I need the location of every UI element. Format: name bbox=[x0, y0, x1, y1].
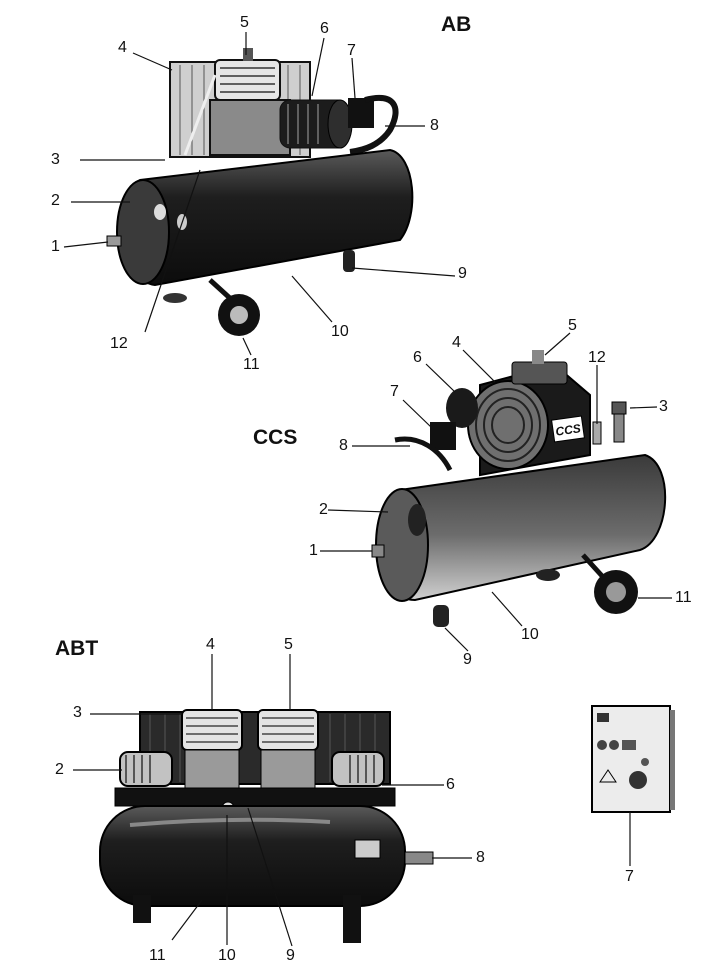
ab-callout-12: 12 bbox=[110, 335, 128, 352]
ab-pressure-switch bbox=[348, 98, 374, 128]
abt-callout-2: 2 bbox=[55, 761, 64, 778]
ab-callout-11: 11 bbox=[243, 356, 260, 373]
abt-callout-8: 8 bbox=[476, 849, 485, 866]
ab-motor bbox=[279, 99, 353, 149]
abt-title: ABT bbox=[55, 637, 99, 660]
ccs-title: CCS bbox=[253, 426, 298, 449]
abt-callout-5: 5 bbox=[284, 636, 293, 653]
ccs-callout-10: 10 bbox=[521, 626, 539, 643]
ccs-filter bbox=[592, 401, 627, 445]
ccs-callout-11: 11 bbox=[675, 589, 692, 606]
ab-callout-2: 2 bbox=[51, 192, 60, 209]
ccs-wheels bbox=[433, 553, 638, 627]
leader-lines bbox=[63, 32, 672, 947]
abt-callout-9: 9 bbox=[286, 947, 295, 964]
ccs-pump-head bbox=[511, 350, 568, 385]
abt-compressor bbox=[99, 709, 434, 943]
abt-tank bbox=[99, 805, 434, 907]
ab-callout-4: 4 bbox=[118, 39, 127, 56]
ccs-logo-badge: CCS bbox=[555, 421, 582, 438]
abt-pump-left bbox=[181, 709, 243, 791]
ab-callout-6: 6 bbox=[320, 20, 329, 37]
abt-callout-11: 11 bbox=[149, 947, 166, 964]
ccs-callout-2: 2 bbox=[319, 501, 328, 518]
ab-delivery-pipe bbox=[183, 74, 217, 156]
ab-compressor bbox=[106, 48, 414, 336]
abt-callout-10: 10 bbox=[218, 947, 236, 964]
ccs-callout-1: 1 bbox=[309, 542, 318, 559]
ab-title: AB bbox=[441, 13, 472, 36]
ab-handle bbox=[349, 95, 399, 155]
ccs-belt-guard: CCS bbox=[467, 363, 591, 477]
ab-callout-8: 8 bbox=[430, 117, 439, 134]
abt-callout-3: 3 bbox=[73, 704, 82, 721]
abt-callout-4: 4 bbox=[206, 636, 215, 653]
ccs-callout-5: 5 bbox=[568, 317, 577, 334]
control-panel bbox=[591, 705, 675, 813]
ab-callout-1: 1 bbox=[51, 238, 60, 255]
ab-callout-10: 10 bbox=[331, 323, 349, 340]
ccs-motor bbox=[430, 388, 478, 450]
ab-callout-3: 3 bbox=[51, 151, 60, 168]
ab-tank bbox=[106, 148, 414, 287]
ab-callout-9: 9 bbox=[458, 265, 467, 282]
ccs-callout-6: 6 bbox=[413, 349, 422, 366]
ccs-callout-3: 3 bbox=[659, 398, 668, 415]
abt-motor-left bbox=[119, 751, 173, 787]
abt-pump-right bbox=[257, 709, 319, 791]
ccs-callout-4: 4 bbox=[452, 334, 461, 351]
ab-callout-7: 7 bbox=[347, 42, 356, 59]
ab-wheels bbox=[163, 250, 355, 336]
panel-callout-7: 7 bbox=[625, 868, 634, 885]
ccs-callout-12: 12 bbox=[588, 349, 606, 366]
ccs-callout-7: 7 bbox=[390, 383, 399, 400]
abt-feet bbox=[133, 895, 361, 943]
ab-callout-5: 5 bbox=[240, 14, 249, 31]
ccs-tank bbox=[371, 453, 666, 602]
abt-callout-6: 6 bbox=[446, 776, 455, 793]
abt-base-frame bbox=[114, 787, 396, 807]
abt-motor-right bbox=[331, 751, 385, 787]
ccs-callout-8: 8 bbox=[339, 437, 348, 454]
ccs-callout-9: 9 bbox=[463, 651, 472, 668]
ccs-handle bbox=[394, 436, 453, 472]
ab-pump-head bbox=[209, 48, 291, 156]
ccs-compressor: CCS bbox=[371, 350, 666, 627]
